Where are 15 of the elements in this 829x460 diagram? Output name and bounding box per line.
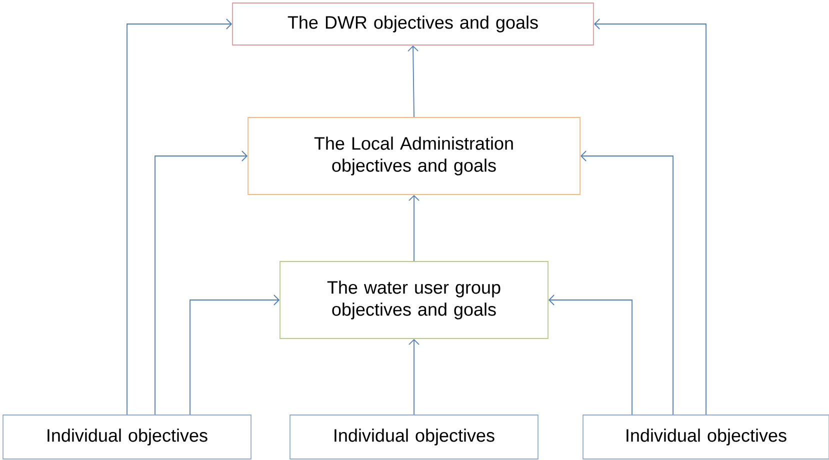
goal-box: The Local Administration objectives and goals: [248, 117, 580, 195]
arrow: [594, 18, 706, 415]
goal-box: The DWR objectives and goals: [232, 2, 594, 46]
arrow: [408, 45, 419, 118]
arrow: [154, 150, 248, 415]
arrow: [548, 294, 632, 415]
objective-box: Individual objectives: [2, 414, 252, 460]
arrow: [190, 294, 280, 415]
arrow: [126, 18, 232, 415]
objective-box: Individual objectives: [582, 414, 829, 460]
goal-box: The water user group objectives and goals: [280, 261, 548, 339]
arrow: [580, 150, 674, 415]
arrow: [408, 338, 420, 415]
arrow: [408, 194, 420, 262]
objective-box: Individual objectives: [290, 414, 538, 460]
